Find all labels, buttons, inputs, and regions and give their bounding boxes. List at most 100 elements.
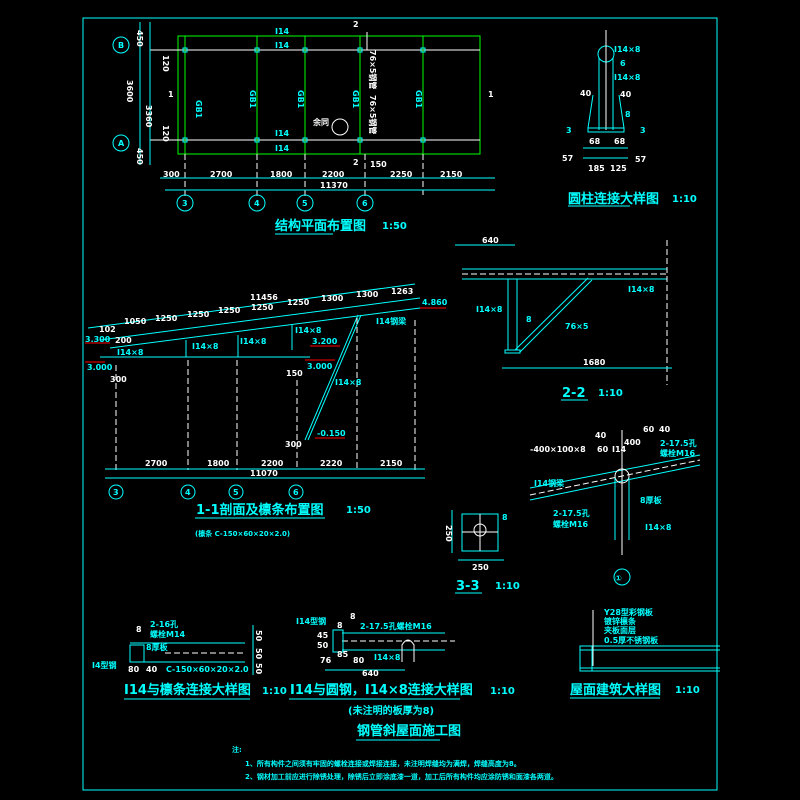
label: 68 — [589, 137, 601, 146]
axis-label: 5 — [302, 199, 308, 208]
axis-label: 6 — [362, 199, 368, 208]
detail-title: 屋面建筑大样图 — [570, 682, 661, 698]
section-mark: 3 — [566, 126, 572, 135]
beam-label: I14 — [275, 27, 290, 36]
axis-label: 6 — [293, 488, 299, 497]
dimension: 300 — [110, 375, 127, 384]
dimension: 3360 — [144, 105, 153, 128]
plate-thickness-note: (未注明的板厚为8) — [348, 704, 434, 717]
dimension: 1800 — [270, 170, 293, 179]
tube-label: 76×5钢管 — [368, 50, 378, 89]
member-label: I14×8 — [295, 326, 322, 335]
beam-label: I14 — [275, 129, 290, 138]
dimension: 120 — [161, 55, 170, 72]
member-label: I14×8 — [335, 378, 362, 387]
dimension: 50 — [254, 630, 263, 642]
detail-title: 圆柱连接大样图 — [568, 191, 659, 207]
dimension: 300 — [163, 170, 180, 179]
label: 2-17.5孔 — [660, 438, 697, 448]
member-label: I14钢梁 — [376, 316, 407, 326]
elevation: 3.200 — [312, 337, 338, 346]
dimension: 45 — [317, 631, 329, 640]
elevation: 3.000 — [87, 363, 113, 372]
purlin-label: GB1 — [296, 90, 305, 109]
label: 400 — [624, 438, 641, 447]
label: I14型钢 — [296, 616, 326, 626]
plan-scale: 1:50 — [382, 221, 407, 232]
purlin-label: GB1 — [351, 90, 360, 109]
detail-scale: 1:10 — [262, 686, 287, 697]
label: I4型钢 — [92, 660, 117, 670]
elevation: 4.860 — [422, 298, 448, 307]
dimension: 76 — [320, 656, 332, 665]
column-connection-detail: I14×8 6 I14×8 40 40 8 3 3 68 68 57 57 18… — [562, 30, 697, 207]
label: 40 — [595, 431, 607, 440]
label: 40 — [620, 90, 632, 99]
total-dimension: 11456 — [250, 293, 278, 302]
dimension: 250 — [472, 563, 489, 572]
dimension: 450 — [135, 30, 144, 47]
label: I14 — [612, 445, 627, 454]
dimension: 1800 — [207, 459, 230, 468]
member-label: I14×8 — [240, 337, 267, 346]
dimension: 640 — [362, 669, 379, 678]
dimension: 2200 — [322, 170, 345, 179]
drawing-title: 钢管斜屋面施工图 — [357, 723, 461, 739]
dimension: 1050 — [124, 317, 147, 326]
label: 57 — [635, 155, 646, 164]
axis-label: 4 — [185, 488, 191, 497]
member-label: 76×5 — [565, 322, 589, 331]
dimension: 450 — [135, 148, 144, 165]
notes-label: 注: — [232, 745, 242, 754]
member-label: I14×8 — [476, 305, 503, 314]
weld-size: 8 — [502, 513, 508, 522]
layer-label: 镀锌檩条 — [604, 616, 637, 626]
detail-scale: 1:10 — [490, 686, 515, 697]
roof-build-detail: Y28型彩钢板 镀锌檩条 夹板面层 0.5厚不锈钢板 屋面建筑大样图 1:10 — [570, 607, 720, 699]
total-dimension: 11070 — [250, 469, 278, 478]
purlin-label: GB1 — [248, 90, 257, 109]
dimension: 1250 — [155, 314, 178, 323]
member-label: I14×8 — [628, 285, 655, 294]
section-scale: 1:50 — [346, 505, 371, 516]
section-mark: 2 — [353, 20, 359, 29]
dimension: 1250 — [251, 303, 274, 312]
weld-size: 8 — [337, 621, 343, 630]
same-note: 余同 — [312, 117, 329, 127]
dimension: 250 — [444, 525, 453, 542]
dimension: 2220 — [320, 459, 343, 468]
dimension: 50 — [254, 648, 263, 660]
axis-label: A — [118, 139, 125, 148]
label: 68 — [614, 137, 626, 146]
dimension: 1680 — [583, 358, 606, 367]
beam-label: I14 — [275, 41, 290, 50]
dimension: 120 — [161, 125, 170, 142]
axis-label: 3 — [113, 488, 119, 497]
axis-label: 5 — [233, 488, 239, 497]
round-steel-connection-detail: I14型钢 8 8 2-17.5孔螺栓M16 I14×8 76 85 80 64… — [289, 612, 515, 700]
label: I14×8 — [614, 73, 641, 82]
purlin-connection-detail: 2-16孔 螺栓M14 8厚板 I4型钢 80 40 C-150×60×20×2… — [92, 619, 287, 700]
label: I14×8 — [374, 653, 401, 662]
label: 60 — [597, 445, 609, 454]
dimension: 1250 — [287, 298, 310, 307]
section-mark: 1 — [168, 90, 174, 99]
label: 8厚板 — [640, 495, 663, 505]
label: 螺栓M14 — [150, 629, 186, 639]
dimension: 80 — [128, 665, 140, 674]
label: -400×100×8 — [530, 445, 586, 454]
note-item: 1、所有构件之间须有牢固的螺栓连接或焊接连接，未注明焊缝均为满焊，焊缝高度为8。 — [245, 759, 521, 768]
dimension: 50 — [317, 641, 329, 650]
label: 8 — [625, 110, 631, 119]
label: I14钢梁 — [534, 478, 565, 488]
purlin-spec: (檩条 C-150×60×20×2.0) — [195, 529, 290, 538]
note-item: 2、钢材加工前应进行除锈处理，除锈后立即涂底漆一道，加工后所有构件均应涂防锈和面… — [245, 772, 558, 781]
detail-title: I14与圆钢，I14×8连接大样图 — [290, 682, 473, 698]
dimension: 102 — [99, 325, 116, 334]
label: 2-17.5孔螺栓M16 — [360, 621, 432, 631]
label: 2-16孔 — [150, 619, 178, 629]
elevation: 3.000 — [307, 362, 333, 371]
label: 185 — [588, 164, 605, 173]
label: 螺栓M16 — [553, 519, 589, 529]
